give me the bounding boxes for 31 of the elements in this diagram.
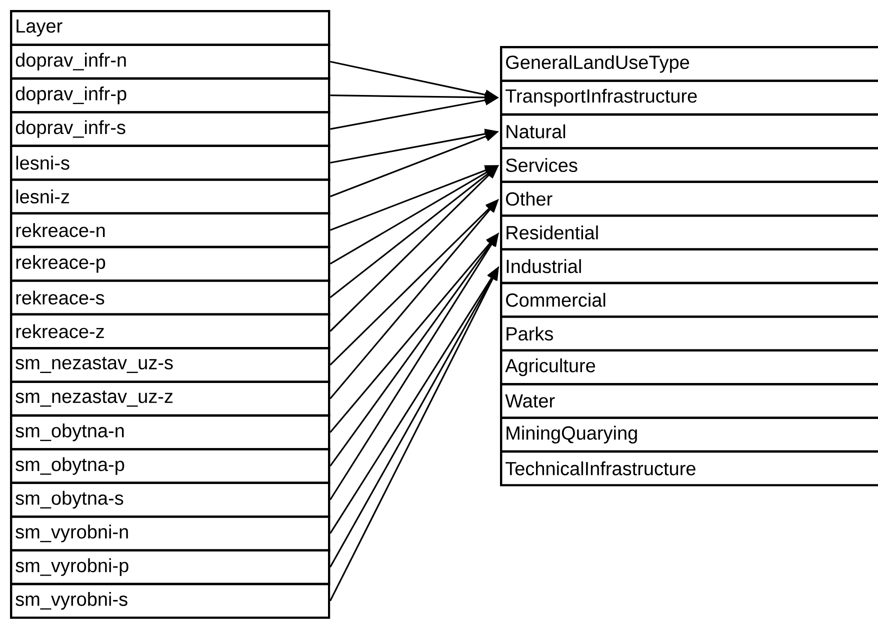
table-row: sm_nezastav_uz-z	[10, 380, 330, 417]
table-row: Water	[500, 383, 878, 419]
table-header: GeneralLandUseType	[500, 46, 878, 82]
table-row: rekreace-s	[10, 280, 330, 316]
table-row: sm_obytna-p	[10, 448, 330, 484]
table-row: sm_obytna-s	[10, 482, 330, 518]
table-row: doprav_infr-n	[10, 44, 330, 80]
table-row: doprav_infr-p	[10, 77, 330, 114]
table-row: Services	[500, 147, 878, 183]
table-row: lesni-s	[10, 144, 330, 181]
table-row: rekreace-p	[10, 246, 330, 282]
table-row: TransportInfrastructure	[500, 80, 878, 116]
table-row: Parks	[500, 316, 878, 352]
table-header: Layer	[10, 10, 330, 46]
table-row: MiningQuarying	[500, 416, 878, 453]
table-row: rekreace-n	[10, 212, 330, 248]
table-row: rekreace-z	[10, 313, 330, 350]
table-row: sm_vyrobni-p	[10, 549, 330, 586]
table-row: Agriculture	[500, 349, 878, 386]
table-row: doprav_infr-s	[10, 111, 330, 147]
table-row: Other	[500, 180, 878, 217]
table-row: sm_nezastav_uz-s	[10, 347, 330, 383]
table-row: sm_vyrobni-s	[10, 582, 330, 619]
table-row: Residential	[500, 214, 878, 250]
table-row: sm_obytna-n	[10, 414, 330, 450]
table-row: lesni-z	[10, 178, 330, 214]
table-row: sm_vyrobni-n	[10, 516, 330, 552]
table-row: Natural	[500, 113, 878, 150]
table-row: Commercial	[500, 282, 878, 318]
table-row: TechnicalInfrastructure	[500, 450, 878, 486]
table-row: Industrial	[500, 248, 878, 284]
